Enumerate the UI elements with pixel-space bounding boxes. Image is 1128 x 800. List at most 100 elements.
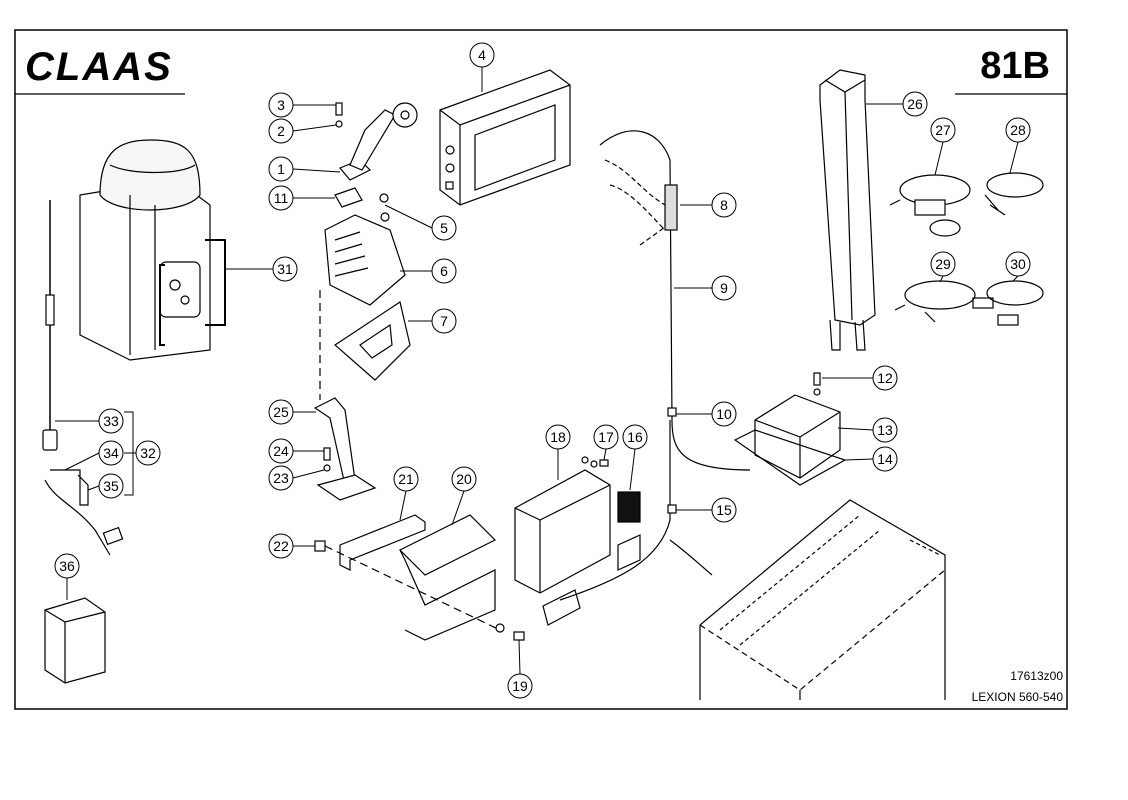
svg-text:9: 9	[720, 280, 728, 296]
callout-24: 24	[268, 438, 294, 464]
callout-3: 3	[268, 92, 294, 118]
part-33-antenna	[42, 200, 58, 451]
part-30-serial-cable	[972, 280, 1044, 326]
svg-text:14: 14	[877, 451, 893, 467]
brand-logo-text: CLAAS	[25, 45, 173, 89]
callout-20: 20	[451, 466, 477, 492]
part-12-screw	[813, 372, 821, 396]
callout-19: 19	[507, 673, 533, 699]
svg-text:8: 8	[720, 197, 728, 213]
model-label: LEXION 560-540	[972, 690, 1064, 704]
part-19-bolt	[495, 623, 525, 641]
callout-15: 15	[711, 497, 737, 523]
callout-17: 17	[593, 424, 619, 450]
svg-text:10: 10	[716, 406, 732, 422]
callout-34: 34	[98, 440, 124, 466]
svg-text:16: 16	[627, 429, 643, 445]
callout-30: 30	[1005, 251, 1031, 277]
svg-text:31: 31	[277, 261, 293, 277]
callout-10: 10	[711, 401, 737, 427]
svg-text:13: 13	[877, 422, 893, 438]
svg-text:23: 23	[273, 470, 289, 486]
page-number-block: 81B	[955, 45, 1067, 95]
callout-28: 28	[1005, 117, 1031, 143]
leader-lines	[55, 67, 1019, 675]
svg-text:24: 24	[273, 443, 289, 459]
svg-text:1: 1	[277, 161, 285, 177]
page-frame	[14, 29, 1068, 710]
brand-logo: CLAAS	[15, 45, 185, 95]
callout-16: 16	[622, 424, 648, 450]
part-23-washer	[323, 464, 331, 472]
callout-11: 11	[268, 185, 294, 211]
part-24-bolt	[323, 447, 331, 461]
callout-35: 35	[98, 473, 124, 499]
callout-18: 18	[545, 424, 571, 450]
callout-26: 26	[902, 91, 928, 117]
drawing-id: 17613z00	[1010, 669, 1063, 683]
part-18-control-unit	[514, 469, 611, 626]
callout-1: 1	[268, 156, 294, 182]
svg-text:30: 30	[1010, 256, 1026, 272]
callout-29: 29	[930, 251, 956, 277]
part-36-box	[44, 597, 106, 684]
part-13-base-unit	[754, 394, 841, 479]
callout-22: 22	[268, 533, 294, 559]
svg-text:33: 33	[103, 413, 119, 429]
callout-23: 23	[268, 465, 294, 491]
svg-text:20: 20	[456, 471, 472, 487]
callout-13: 13	[872, 417, 898, 443]
part-21-bracket	[339, 514, 426, 571]
svg-text:6: 6	[440, 263, 448, 279]
part-1-mount-arm	[335, 102, 418, 181]
svg-text:12: 12	[877, 370, 893, 386]
svg-text:17: 17	[598, 429, 614, 445]
svg-text:27: 27	[935, 122, 951, 138]
svg-text:35: 35	[103, 478, 119, 494]
svg-text:5: 5	[440, 220, 448, 236]
part-31-receiver	[79, 139, 226, 361]
part-20-bracket	[398, 514, 497, 641]
svg-text:7: 7	[440, 313, 448, 329]
part-34-bracket	[44, 469, 111, 556]
svg-text:11: 11	[274, 190, 289, 206]
callout-21: 21	[393, 466, 419, 492]
svg-text:2: 2	[277, 123, 285, 139]
svg-text:34: 34	[103, 445, 119, 461]
svg-text:36: 36	[59, 558, 75, 574]
callout-8: 8	[711, 192, 737, 218]
callout-12: 12	[872, 365, 898, 391]
svg-text:15: 15	[716, 502, 732, 518]
svg-text:32: 32	[140, 445, 156, 461]
callout-27: 27	[930, 117, 956, 143]
svg-text:26: 26	[907, 96, 923, 112]
part-35-cable-plug	[102, 526, 124, 546]
callout-7: 7	[431, 308, 457, 334]
callout-33: 33	[98, 408, 124, 434]
part-28-clip-cable	[984, 172, 1044, 216]
svg-text:4: 4	[478, 47, 486, 63]
part-16-relay	[617, 491, 641, 571]
svg-text:21: 21	[398, 471, 414, 487]
callout-32: 32	[135, 440, 161, 466]
svg-text:3: 3	[277, 97, 285, 113]
svg-text:18: 18	[550, 429, 566, 445]
callout-9: 9	[711, 275, 737, 301]
part-26-tripod	[819, 69, 876, 351]
callout-5: 5	[431, 215, 457, 241]
callout-25: 25	[268, 399, 294, 425]
page-number: 81B	[980, 45, 1050, 87]
part-4-display	[439, 69, 571, 206]
callout-4: 4	[469, 42, 495, 68]
svg-text:22: 22	[273, 538, 289, 554]
callout-2: 2	[268, 118, 294, 144]
part-11-plate	[334, 187, 390, 222]
callout-31: 31	[272, 256, 298, 282]
part-7-plate	[334, 301, 411, 381]
callout-6: 6	[431, 258, 457, 284]
svg-text:28: 28	[1010, 122, 1026, 138]
part-29-cable	[894, 280, 976, 323]
callout-14: 14	[872, 446, 898, 472]
callout-36: 36	[54, 553, 80, 579]
